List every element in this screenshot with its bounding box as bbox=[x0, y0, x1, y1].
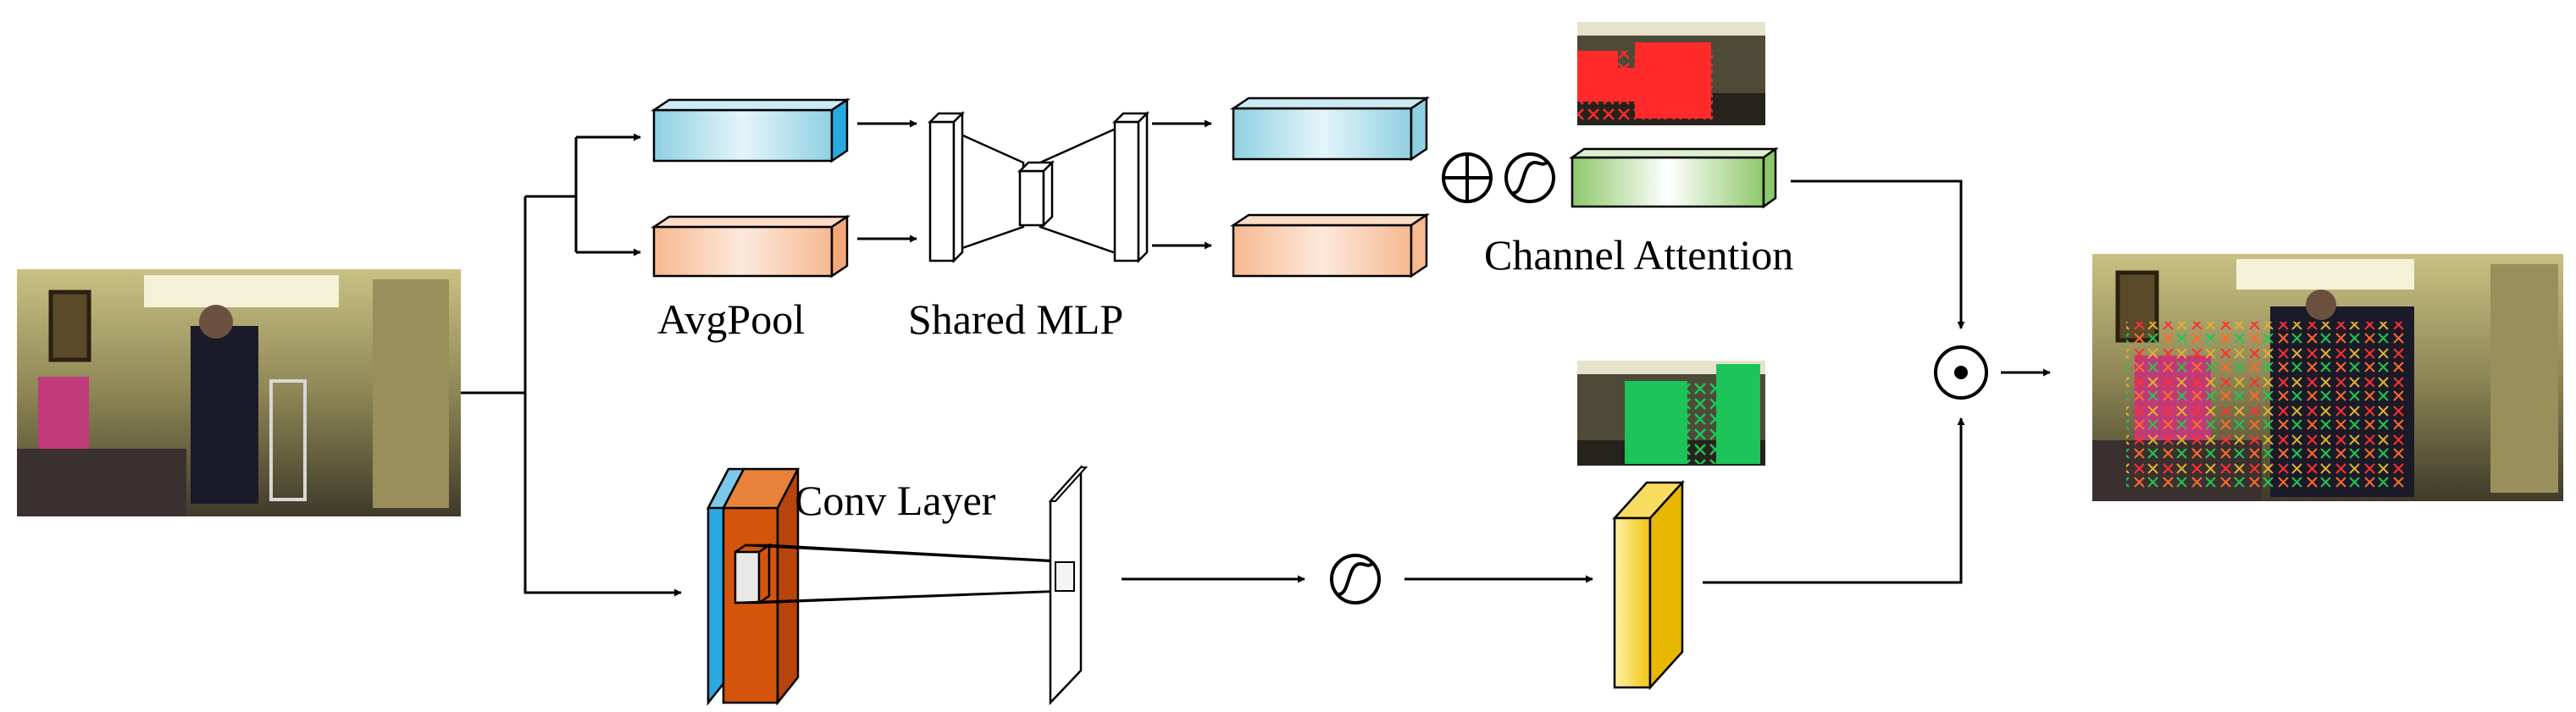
avgpool-blue-feature bbox=[650, 97, 851, 163]
mlp-output-orange bbox=[1229, 212, 1431, 279]
conv-input-blocks bbox=[706, 467, 800, 706]
channel-heatmap-thumbnail bbox=[1577, 22, 1765, 125]
shared-mlp-label: Shared MLP bbox=[908, 295, 1123, 343]
conv-layer-label: Conv Layer bbox=[795, 477, 996, 524]
channel-attention-feature bbox=[1569, 146, 1779, 209]
multiply-operator-icon bbox=[1934, 345, 1988, 400]
avgpool-orange-feature bbox=[650, 214, 851, 279]
output-image bbox=[2092, 254, 2563, 501]
mlp-output-blue bbox=[1229, 96, 1431, 162]
sum-operator-icon bbox=[1442, 152, 1493, 203]
spatial-heatmap-thumbnail bbox=[1577, 361, 1765, 466]
sigmoid-top-icon bbox=[1504, 152, 1555, 203]
channel-attention-label: Channel Attention bbox=[1484, 231, 1793, 279]
sigmoid-bottom-icon bbox=[1330, 554, 1381, 604]
conv-output-plane bbox=[1048, 464, 1089, 706]
spatial-attention-block bbox=[1612, 479, 1685, 691]
avgpool-label: AvgPool bbox=[657, 295, 805, 343]
shared-mlp bbox=[927, 110, 1150, 264]
input-image bbox=[17, 269, 461, 516]
conv-kernel bbox=[734, 543, 1082, 604]
connectors bbox=[461, 119, 2051, 597]
